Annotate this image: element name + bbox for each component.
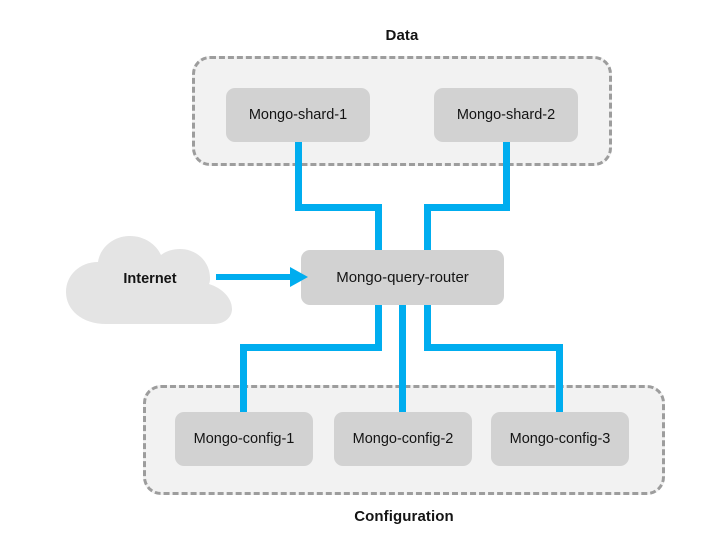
group-data-caption: Data — [385, 27, 419, 44]
node-internet-cloud[interactable] — [62, 232, 238, 328]
node-mongo-shard-2[interactable]: Mongo-shard-2 — [434, 88, 578, 142]
node-mongo-config-1[interactable]: Mongo-config-1 — [175, 412, 313, 466]
node-mongo-config-1-label: Mongo-config-1 — [193, 431, 295, 447]
arrow-head — [290, 267, 308, 287]
node-mongo-shard-2-label: Mongo-shard-2 — [456, 107, 556, 123]
node-mongo-config-2[interactable]: Mongo-config-2 — [334, 412, 472, 466]
link-internet-to-router — [216, 267, 308, 287]
node-mongo-query-router[interactable]: Mongo-query-router — [301, 250, 504, 305]
node-mongo-config-2-label: Mongo-config-2 — [352, 431, 454, 447]
node-mongo-shard-1-label: Mongo-shard-1 — [248, 107, 348, 123]
node-internet-label: Internet — [123, 271, 177, 287]
node-mongo-config-3[interactable]: Mongo-config-3 — [491, 412, 629, 466]
node-mongo-shard-1[interactable]: Mongo-shard-1 — [226, 88, 370, 142]
node-mongo-config-3-label: Mongo-config-3 — [509, 431, 611, 447]
node-mongo-query-router-label: Mongo-query-router — [336, 269, 469, 286]
group-configuration-caption: Configuration — [354, 508, 454, 525]
